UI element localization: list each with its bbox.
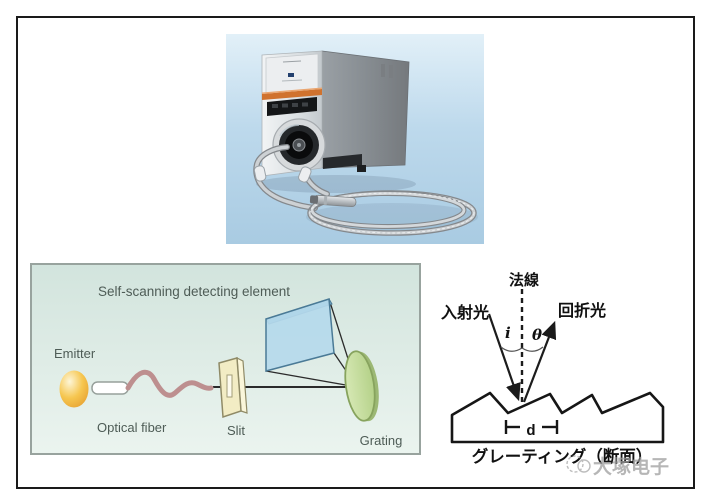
diffracted-light-label: 回折光	[558, 301, 606, 320]
watermark-logo-icon	[577, 459, 591, 473]
detector-array	[265, 298, 335, 372]
fiber-probe	[309, 194, 357, 208]
orange-stripe-highlight	[262, 87, 322, 94]
panel-text-mark	[281, 79, 303, 82]
normal-label: 法線	[509, 271, 539, 289]
diffraction-angle-arc	[521, 346, 544, 352]
spectrometer-device	[261, 50, 410, 177]
optical-fiber-curve	[125, 369, 214, 398]
grating-caption: グレーティング（断面）	[472, 446, 653, 466]
device-side-face	[321, 50, 410, 169]
optical-layout-diagram: Self-scanning detecting element Emitter …	[30, 263, 421, 455]
emitter-lamp	[59, 370, 89, 408]
watermark-logo-icon	[566, 455, 584, 473]
slit-label: Slit	[227, 423, 245, 438]
side-notch	[381, 64, 385, 77]
watermark: 大塚电子	[566, 455, 669, 478]
orange-stripe	[262, 89, 322, 100]
side-vent	[323, 154, 362, 169]
incident-ray	[487, 313, 521, 402]
probe-tip	[309, 195, 319, 204]
side-notch	[389, 65, 393, 78]
grating-disc	[344, 350, 379, 422]
grating-label: Grating	[360, 433, 403, 448]
diagram-title: Self-scanning detecting element	[98, 284, 290, 299]
fiber-optic-cable	[253, 144, 477, 236]
emitter-label: Emitter	[54, 346, 96, 361]
device-foot	[357, 165, 366, 172]
slot-vents	[272, 102, 308, 108]
cable-grommet	[253, 165, 267, 182]
grating-cross-section-diagram: 法線 入射光 回折光 i θ d グレーティング（断面） 大塚电子	[441, 271, 669, 478]
slit-opening	[226, 374, 233, 398]
diffraction-angle-symbol: θ	[532, 326, 542, 344]
panel-text-mark	[282, 60, 302, 63]
fiber-ferrule	[91, 381, 129, 395]
groove-spacing-symbol: d	[526, 422, 535, 439]
optical-fiber-label: Optical fiber	[97, 420, 167, 435]
device-shadow	[256, 175, 416, 193]
incident-angle-symbol: i	[505, 324, 511, 342]
brand-logo-mark	[288, 73, 294, 77]
spectrometer-photo	[226, 34, 484, 244]
groove-spacing-marks	[504, 420, 559, 434]
incident-angle-arc	[500, 346, 523, 352]
incident-light-label: 入射光	[441, 303, 489, 322]
grating-sawtooth-profile	[450, 391, 665, 444]
probe-ring	[323, 195, 328, 205]
watermark-text: 大塚电子	[593, 455, 669, 478]
fiber-connector-pin	[297, 143, 301, 147]
port-highlight	[279, 123, 300, 137]
diffracted-ray	[522, 320, 557, 403]
cable-grommet	[298, 166, 312, 183]
